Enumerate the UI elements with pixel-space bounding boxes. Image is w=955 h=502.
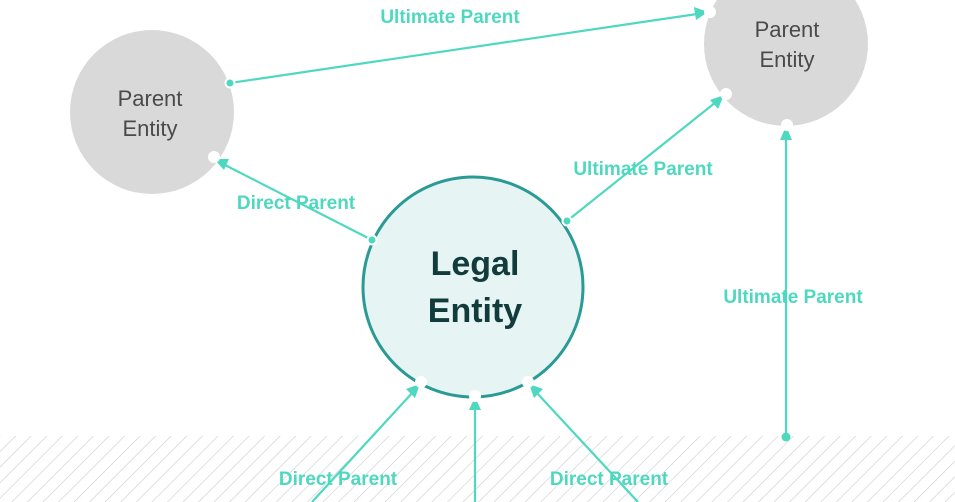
parent-entity-right-line1: Parent xyxy=(755,17,820,42)
label-direct-bottom-right: Direct Parent xyxy=(550,469,669,490)
legal-entity-line1: Legal xyxy=(431,245,520,283)
parent-entity-left[interactable]: Parent Entity xyxy=(70,30,234,194)
edge-direct-upper xyxy=(208,151,378,246)
edge-center-bottom xyxy=(469,390,481,502)
label-ultimate-mid: Ultimate Parent xyxy=(573,159,713,180)
legal-entity-line2: Entity xyxy=(428,292,523,330)
parent-entity-left-line2: Entity xyxy=(122,116,177,141)
label-direct-upper: Direct Parent xyxy=(237,193,356,214)
legal-entity[interactable]: Legal Entity xyxy=(361,175,585,399)
edge-direct-bottom-right xyxy=(522,376,639,502)
hatched-region xyxy=(0,436,955,502)
label-ultimate-right: Ultimate Parent xyxy=(723,287,863,308)
edge-ultimate-right xyxy=(780,119,793,442)
edge-ultimate-top xyxy=(224,6,716,89)
label-direct-bottom-left: Direct Parent xyxy=(279,469,398,490)
label-ultimate-top: Ultimate Parent xyxy=(380,7,520,28)
edge-direct-bottom-left xyxy=(311,376,427,502)
edge-ultimate-mid xyxy=(561,88,732,227)
parent-entity-right[interactable]: Parent Entity xyxy=(704,0,868,126)
parent-entity-right-line2: Entity xyxy=(759,47,814,72)
parent-entity-left-line1: Parent xyxy=(118,86,183,111)
